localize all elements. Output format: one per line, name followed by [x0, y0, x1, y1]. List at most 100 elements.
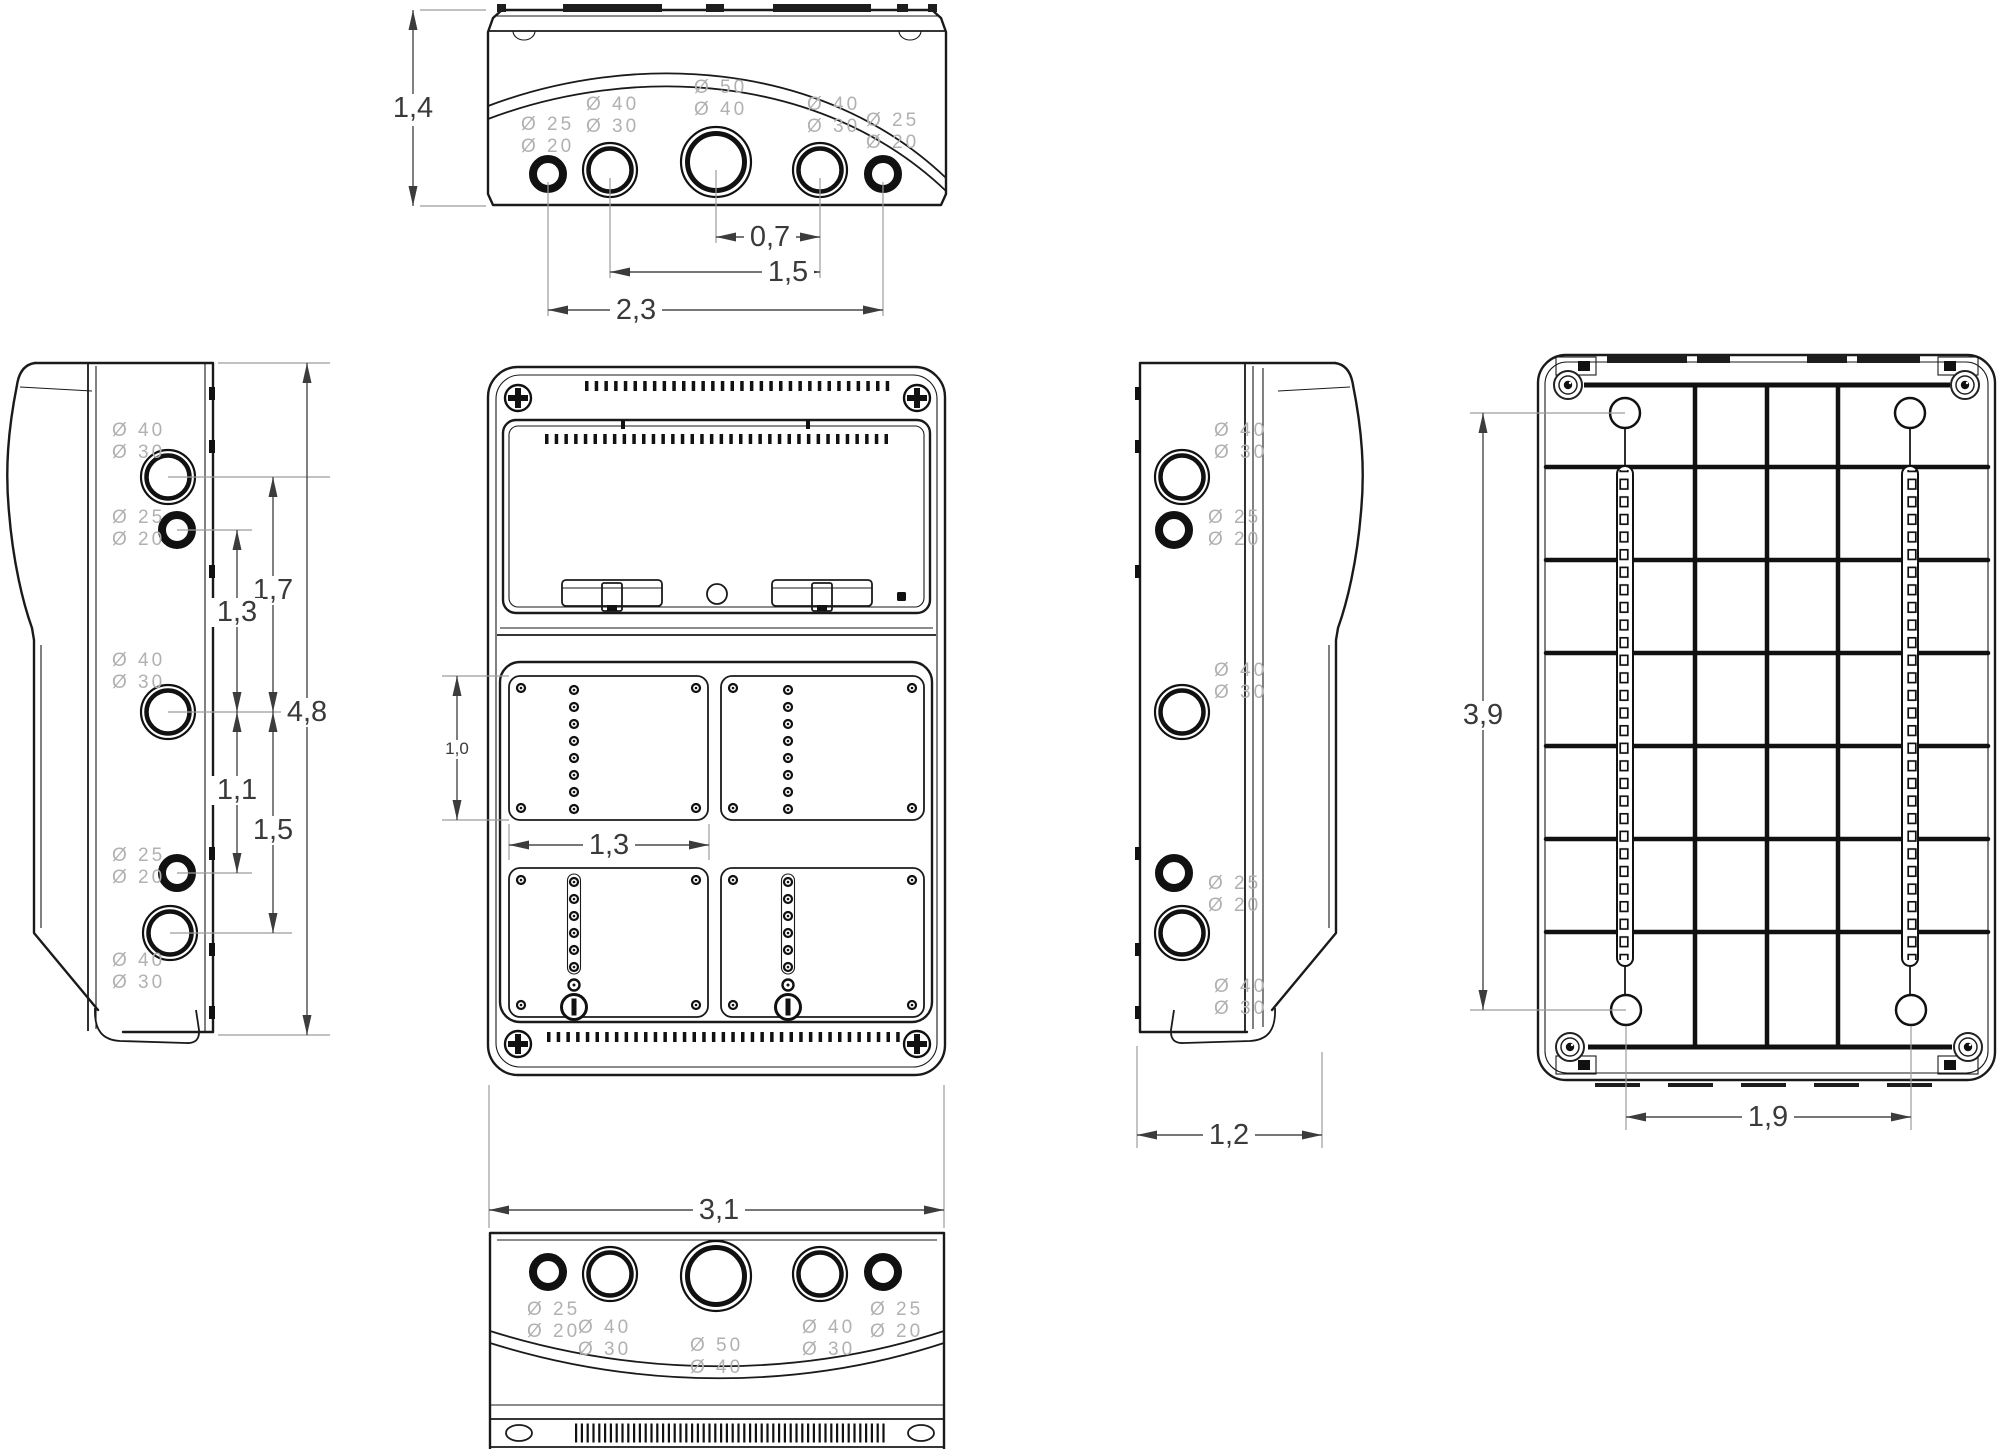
- top-knockout-labels: Ø 25 Ø 20 Ø 40 Ø 30 Ø 50 Ø 40 Ø 40 Ø 30 …: [521, 77, 919, 157]
- knockout-label: Ø 30: [802, 1339, 855, 1360]
- knockout-label: Ø 25: [866, 110, 919, 131]
- knockout-label: Ø 40: [807, 94, 860, 115]
- knockout-label: Ø 40: [694, 99, 747, 120]
- knockout-label: Ø 20: [866, 132, 919, 153]
- lid-latch: [771, 579, 873, 612]
- corner-screw: [902, 383, 932, 413]
- back-screw: [1553, 370, 1583, 400]
- knockout-label: Ø 20: [527, 1321, 580, 1342]
- dim-panel-width: 1,3: [589, 829, 629, 861]
- dim-left-overall-height: 4,8: [287, 696, 327, 728]
- dim-overall-width: 3,1: [699, 1194, 739, 1226]
- knockout-label: Ø 30: [586, 116, 639, 137]
- mounting-hole: [1894, 993, 1928, 1027]
- left-side-outline: [6, 361, 215, 1044]
- back-rib-grid: [1543, 382, 1991, 1050]
- right-side-outline: [1135, 361, 1364, 1044]
- knockout-medium: [793, 1247, 847, 1301]
- knockout-label: Ø 30: [112, 442, 165, 463]
- mounting-hole: [1893, 396, 1927, 430]
- dim-mount-vertical: 3,9: [1463, 699, 1503, 731]
- knockout-label: Ø 20: [112, 867, 165, 888]
- mounting-panel: [508, 675, 709, 821]
- right-knockouts: [1155, 450, 1209, 960]
- mounting-slot-channel: [1608, 396, 1643, 1027]
- knockout-small: [1159, 515, 1189, 545]
- dim-left-small-to-mid: 1,3: [217, 596, 257, 628]
- knockout-label: Ø 40: [578, 1317, 631, 1338]
- back-dimensions: 3,9 1,9: [1457, 412, 1912, 1133]
- knockout-label: Ø 20: [112, 529, 165, 550]
- knockout-label: Ø 40: [1214, 660, 1267, 681]
- left-hinge-nubs: [209, 387, 215, 1019]
- dim-panel-height: 1,0: [445, 739, 469, 758]
- knockout-label: Ø 30: [1214, 442, 1267, 463]
- mounting-panel: [720, 867, 925, 1018]
- right-side-view: Ø 40 Ø 30 Ø 25 Ø 20 Ø 40 Ø 30 Ø 25 Ø 20 …: [1135, 361, 1364, 1151]
- dim-left-mid-to-small: 1,1: [217, 774, 257, 806]
- bottom-knockout-labels: Ø 25 Ø 20 Ø 40 Ø 30 Ø 50 Ø 40 Ø 40 Ø 30 …: [527, 1299, 923, 1378]
- knockout-label: Ø 30: [112, 672, 165, 693]
- panel-screw: [560, 993, 588, 1021]
- knockout-large: [681, 1241, 751, 1311]
- front-view: 1,0 1,3 3,1: [440, 365, 947, 1228]
- corner-screw: [902, 1029, 932, 1059]
- knockout-medium: [583, 1247, 637, 1301]
- knockout-label: Ø 30: [112, 972, 165, 993]
- panel-screw: [774, 993, 802, 1021]
- knockout-label: Ø 30: [578, 1339, 631, 1360]
- back-screw: [1950, 370, 1980, 400]
- top-view-outline: [486, 4, 948, 207]
- mounting-panel: [508, 867, 709, 1018]
- knockout-label: Ø 25: [112, 845, 165, 866]
- knockout-label: Ø 40: [690, 1357, 743, 1378]
- panel-fixing-rows: [560, 684, 802, 1021]
- back-outline: [1536, 353, 1997, 1087]
- knockout-label: Ø 20: [870, 1321, 923, 1342]
- knockout-medium: [1155, 450, 1209, 504]
- dim-top-mid-spacing: 1,5: [768, 256, 808, 288]
- knockout-small: [868, 1257, 898, 1287]
- knockout-label: Ø 50: [694, 77, 747, 98]
- lid-indicator-square: [897, 592, 906, 601]
- dim-depth: 1,2: [1209, 1119, 1249, 1151]
- corner-screw: [503, 1029, 533, 1059]
- knockout-label: Ø 30: [807, 116, 860, 137]
- knockout-label: Ø 40: [1214, 976, 1267, 997]
- top-dimensions: 1,4 0,7 1,5 2,3: [386, 9, 884, 326]
- knockout-small: [1159, 858, 1189, 888]
- dim-left-mid-to-bottom: 1,5: [253, 814, 293, 846]
- knockout-small: [533, 1257, 563, 1287]
- knockout-label: Ø 40: [802, 1317, 855, 1338]
- back-corner-fittings: [1553, 356, 1983, 1075]
- knockout-label: Ø 25: [527, 1299, 580, 1320]
- knockout-label: Ø 20: [1208, 529, 1261, 550]
- knockout-label: Ø 25: [1208, 873, 1261, 894]
- bottom-knockouts: [533, 1241, 898, 1311]
- mounting-slot-channel: [1893, 396, 1928, 1027]
- left-dimensions: 1,7 1,3 4,8 1,1 1,5: [168, 362, 333, 1036]
- back-view: 3,9 1,9: [1457, 353, 1997, 1133]
- right-knockout-labels: Ø 40 Ø 30 Ø 25 Ø 20 Ø 40 Ø 30 Ø 25 Ø 20 …: [1208, 420, 1267, 1019]
- top-view: Ø 25 Ø 20 Ø 40 Ø 30 Ø 50 Ø 40 Ø 40 Ø 30 …: [386, 4, 948, 326]
- knockout-label: Ø 40: [586, 94, 639, 115]
- back-screw: [1953, 1032, 1983, 1062]
- knockout-label: Ø 30: [1214, 998, 1267, 1019]
- mounting-panel: [720, 675, 925, 821]
- knockout-label: Ø 25: [521, 114, 574, 135]
- front-dimensions: 1,0 1,3 3,1: [440, 675, 945, 1228]
- bottom-view: Ø 25 Ø 20 Ø 40 Ø 30 Ø 50 Ø 40 Ø 40 Ø 30 …: [488, 1231, 946, 1449]
- back-screw: [1555, 1032, 1585, 1062]
- knockout-label: Ø 25: [1208, 507, 1261, 528]
- front-outline: [486, 365, 947, 1077]
- knockout-label: Ø 20: [521, 136, 574, 157]
- dim-top-outer-spacing: 2,3: [616, 294, 656, 326]
- right-dimensions: 1,2: [1136, 1046, 1323, 1151]
- knockout-label: Ø 40: [112, 650, 165, 671]
- knockout-label: Ø 40: [112, 420, 165, 441]
- knockout-label: Ø 40: [112, 950, 165, 971]
- knockout-medium: [1155, 685, 1209, 739]
- dim-top-center-spacing: 0,7: [750, 221, 790, 253]
